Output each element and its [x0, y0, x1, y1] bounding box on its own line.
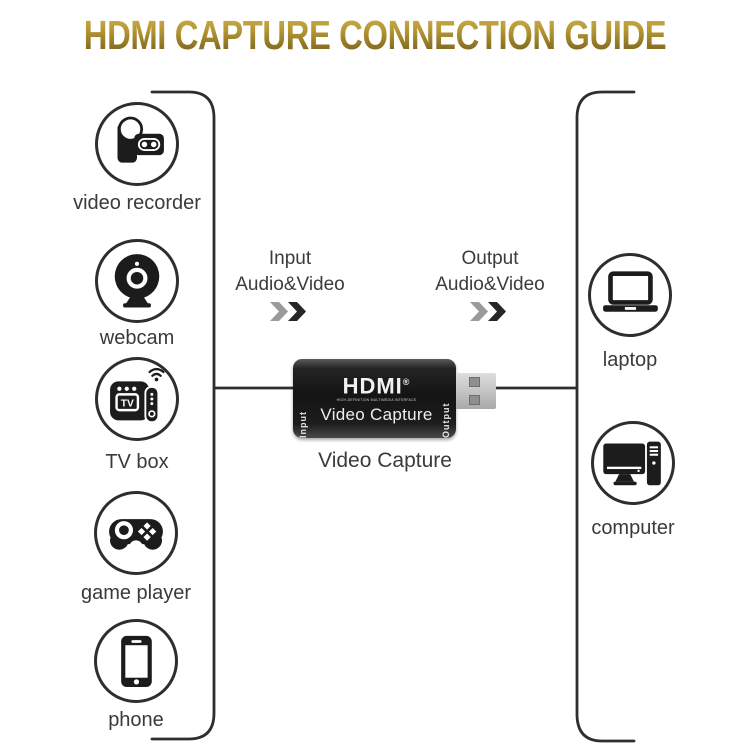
tv-box-icon: TV	[110, 367, 165, 424]
label-video-recorder: video recorder	[73, 192, 201, 214]
hdmi-brand-text: HDMI	[342, 373, 403, 399]
hdmi-logo: HDMI®	[342, 372, 411, 399]
registered-mark: ®	[402, 377, 411, 388]
left-bracket-line	[150, 90, 216, 741]
output-flow-line1: Output	[461, 248, 519, 269]
hdmi-tagline-text: HIGH-DEFINITION MULTIMEDIA INTERFACE	[336, 397, 417, 402]
label-game-player: game player	[80, 582, 192, 604]
tv-box-icon-text: TV	[121, 398, 134, 409]
hdmi-capture-device: Input Output HDMI® HIGH-DEFINITION MULTI…	[293, 359, 497, 439]
label-phone: phone	[108, 709, 164, 731]
node-tv-box: TV	[95, 357, 179, 441]
usb-contact-top	[469, 377, 480, 387]
input-flow-line1: Input	[268, 248, 312, 269]
device-caption: Video Capture	[318, 449, 452, 472]
smartphone-icon	[121, 635, 152, 687]
output-flow-caption: Output Audio&Video	[410, 246, 570, 329]
page-header: HDMI CAPTURE CONNECTION GUIDE	[0, 12, 750, 59]
node-game-player	[94, 491, 178, 575]
camcorder-icon	[117, 116, 164, 163]
device-input-side-label: Input	[298, 411, 308, 438]
input-flow-line2: Audio&Video	[235, 274, 345, 295]
node-phone	[94, 619, 178, 703]
label-webcam: webcam	[99, 327, 175, 349]
node-computer	[591, 421, 675, 505]
label-tv-box: TV box	[105, 451, 169, 473]
desktop-computer-icon	[603, 441, 661, 486]
page-title: HDMI CAPTURE CONNECTION GUIDE	[83, 12, 667, 58]
right-bracket-line	[575, 90, 636, 743]
laptop-icon	[603, 271, 658, 312]
device-output-side-label: Output	[441, 402, 451, 439]
input-arrow-chevrons-icon	[210, 302, 370, 329]
gamepad-icon	[109, 519, 163, 555]
label-computer: computer	[591, 517, 675, 539]
device-video-capture-text: Video Capture	[320, 404, 433, 424]
input-flow-caption: Input Audio&Video	[210, 246, 370, 329]
webcam-icon	[114, 254, 160, 308]
output-arrow-chevrons-icon	[410, 302, 570, 329]
node-video-recorder	[95, 102, 179, 186]
label-laptop: laptop	[602, 349, 658, 371]
usb-plug	[456, 373, 496, 409]
output-flow-line2: Audio&Video	[435, 274, 545, 295]
node-webcam	[95, 239, 179, 323]
usb-contact-bottom	[469, 395, 480, 405]
capture-device-body: Input Output HDMI® HIGH-DEFINITION MULTI…	[293, 359, 456, 438]
node-laptop	[588, 253, 672, 337]
